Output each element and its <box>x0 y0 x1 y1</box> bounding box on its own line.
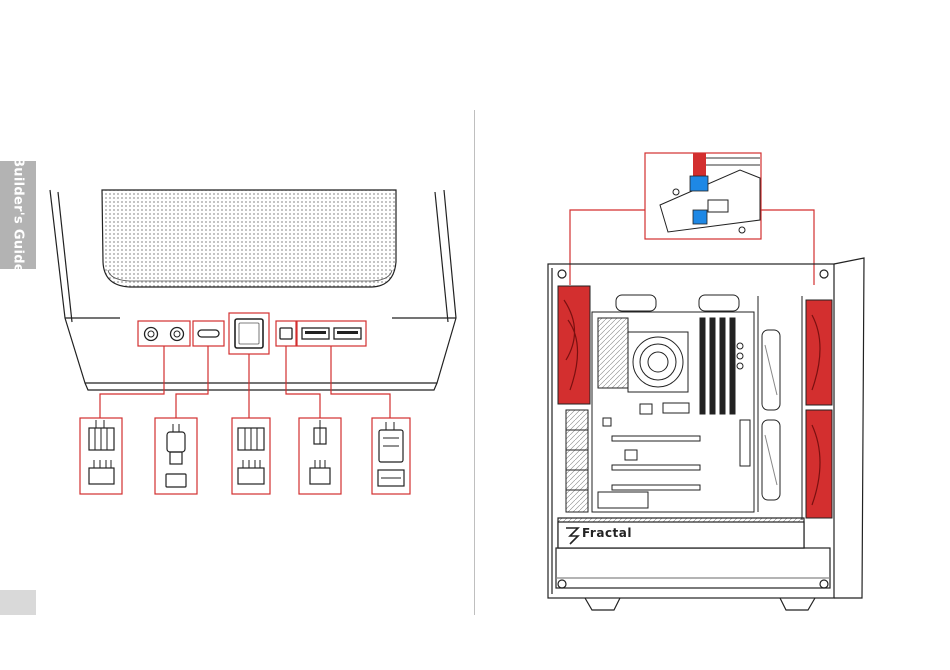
front-io-illustration <box>0 0 475 670</box>
audio-jacks <box>138 321 190 346</box>
hd-audio-connector <box>80 418 122 494</box>
fractal-logo-text: Fractal <box>582 526 632 540</box>
rear-fan <box>558 286 590 404</box>
connector-lines <box>100 346 390 418</box>
fractal-logo-icon <box>566 528 578 544</box>
inset-callout-lines <box>570 210 814 285</box>
power-button <box>229 313 269 354</box>
top-mesh-panel <box>102 190 396 287</box>
front-fan-top <box>806 300 832 405</box>
led-connector <box>299 418 341 494</box>
reset-button <box>276 321 296 346</box>
power-reset-connector <box>232 418 270 494</box>
usb-c-connector <box>155 418 197 494</box>
usb3-connector <box>372 418 410 494</box>
top-mounts <box>616 295 739 311</box>
motherboard <box>592 312 754 512</box>
usb-c-port <box>193 321 224 346</box>
fan-header-detail-inset <box>645 153 761 239</box>
cable-management-grommets <box>758 296 802 520</box>
case-body <box>548 258 864 610</box>
pci-slots <box>566 410 588 512</box>
usb-a-ports <box>297 321 366 346</box>
front-fan-bottom <box>806 410 832 518</box>
